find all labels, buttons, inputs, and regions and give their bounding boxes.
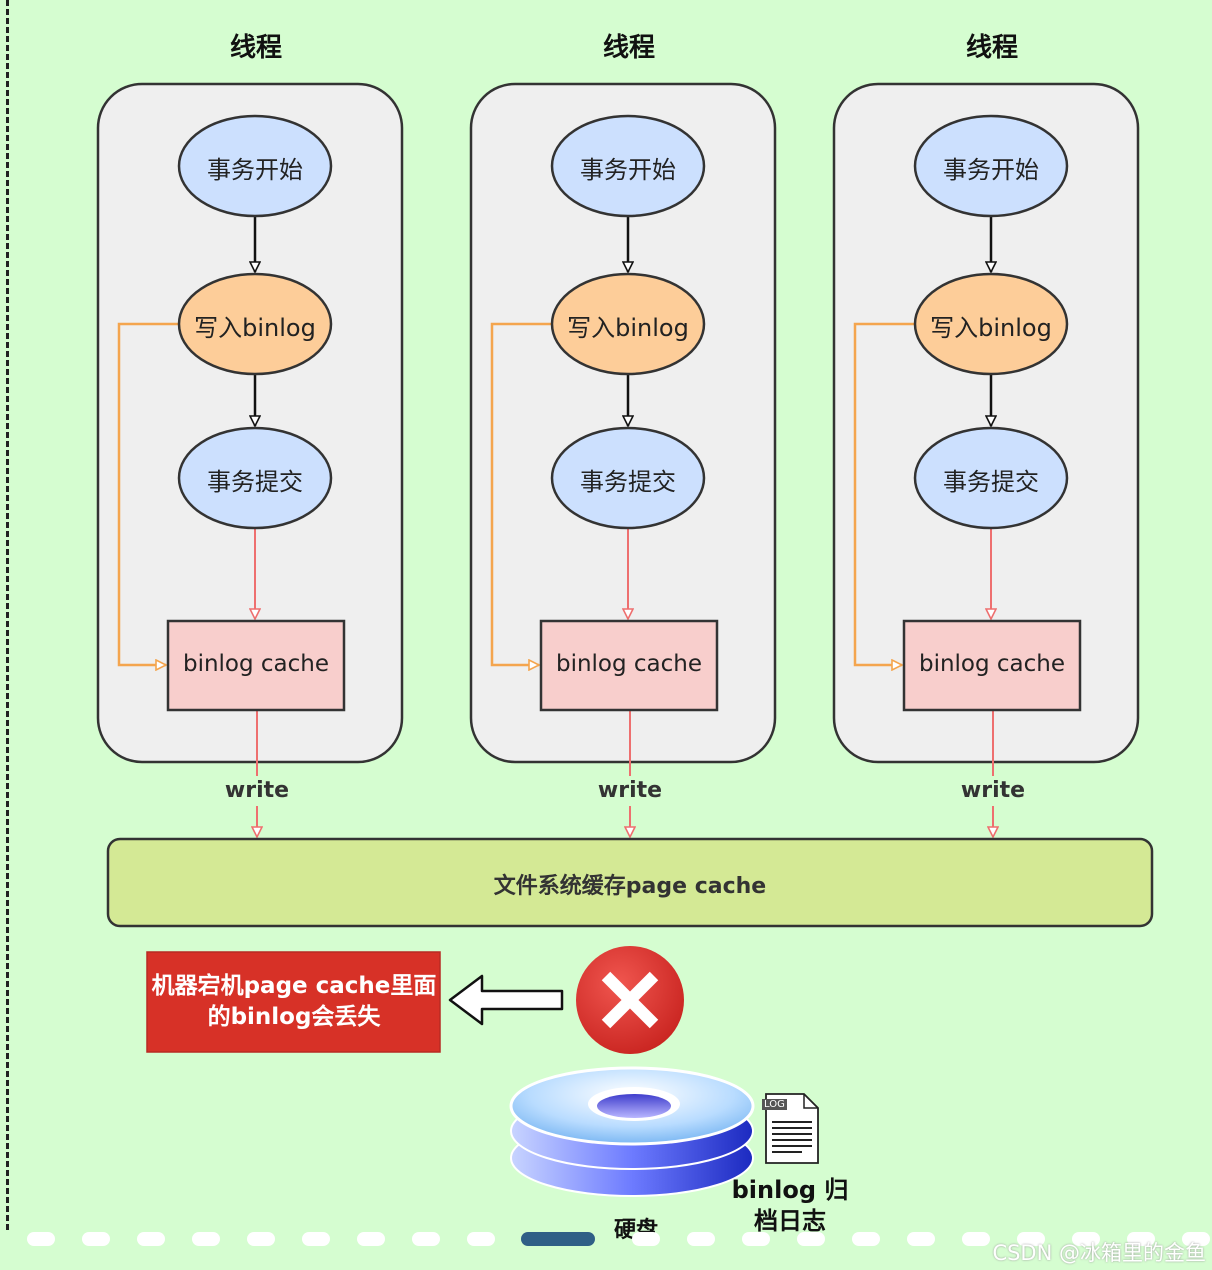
write-label-1: write bbox=[224, 778, 290, 803]
binlog-cache-box-2 bbox=[539, 619, 719, 712]
log-file-icon bbox=[765, 1093, 819, 1164]
tx-start-label-1: 事务开始 bbox=[207, 156, 303, 184]
bottom-dash-segment bbox=[907, 1232, 935, 1246]
bottom-dash-segment bbox=[852, 1232, 880, 1246]
binlog-cache-box-1 bbox=[166, 619, 346, 712]
thread-group-3 bbox=[832, 82, 1140, 837]
tx-start-node-2 bbox=[550, 114, 706, 218]
bottom-dash-segment bbox=[742, 1232, 770, 1246]
log-badge: LOG bbox=[762, 1099, 787, 1110]
bottom-dash-segment bbox=[1072, 1232, 1100, 1246]
page-cache-box bbox=[106, 837, 1154, 928]
thread-title-1: 线程 bbox=[229, 33, 282, 63]
bottom-dash-segment bbox=[1127, 1232, 1155, 1246]
write-binlog-label-1: 写入binlog bbox=[194, 314, 316, 342]
write-binlog-label-2: 写入binlog bbox=[567, 314, 689, 342]
scrollbar-thumb[interactable] bbox=[521, 1232, 595, 1246]
tx-commit-node-1 bbox=[177, 426, 333, 530]
thread-group-1 bbox=[96, 82, 404, 837]
arrow-write-to-cache-2 bbox=[490, 322, 551, 665]
page-cache-label: 文件系统缓存page cache bbox=[493, 874, 767, 899]
disk-stack-icon bbox=[509, 1066, 755, 1197]
bottom-dash-segment bbox=[247, 1232, 275, 1246]
tx-commit-node-2 bbox=[550, 426, 706, 530]
tx-commit-node-3 bbox=[913, 426, 1069, 530]
tx-start-node-3 bbox=[913, 114, 1069, 218]
bottom-dash-segment bbox=[27, 1232, 55, 1246]
write-binlog-node-2 bbox=[550, 272, 706, 376]
bottom-dash-segment bbox=[962, 1232, 990, 1246]
left-dashed-border bbox=[6, 0, 9, 1230]
binlog-archive-label: binlog 归档日志 bbox=[731, 1176, 849, 1235]
bottom-dashed-bar bbox=[0, 1230, 1212, 1248]
bottom-dash-segment bbox=[467, 1232, 495, 1246]
bottom-dash-segment bbox=[137, 1232, 165, 1246]
bottom-dash-segment bbox=[632, 1232, 660, 1246]
bottom-dash-segment bbox=[687, 1232, 715, 1246]
binlog-cache-label-1: binlog cache bbox=[182, 651, 330, 677]
arrow-write-to-cache-3 bbox=[853, 322, 914, 665]
bottom-dash-segment bbox=[797, 1232, 825, 1246]
thread-group-2 bbox=[469, 82, 777, 837]
tx-start-label-2: 事务开始 bbox=[580, 156, 676, 184]
write-label-3: write bbox=[960, 778, 1026, 803]
bottom-dash-segment bbox=[302, 1232, 330, 1246]
bottom-dash-segment bbox=[1017, 1232, 1045, 1246]
thread-title-2: 线程 bbox=[602, 33, 655, 63]
tx-start-node-1 bbox=[177, 114, 333, 218]
write-label-2: write bbox=[597, 778, 663, 803]
binlog-cache-label-2: binlog cache bbox=[555, 651, 703, 677]
crash-warning-box bbox=[146, 951, 441, 1053]
write-binlog-node-3 bbox=[913, 272, 1069, 376]
left-arrow-icon bbox=[448, 974, 564, 1026]
binlog-cache-label-3: binlog cache bbox=[918, 651, 1066, 677]
arrow-write-to-cache-1 bbox=[117, 322, 178, 665]
crash-warning-text: 机器宕机page cache里面的binlog会丢失 bbox=[151, 973, 437, 1030]
bottom-dash-segment bbox=[357, 1232, 385, 1246]
tx-commit-label-1: 事务提交 bbox=[207, 468, 303, 496]
tx-start-label-3: 事务开始 bbox=[943, 156, 1039, 184]
bottom-dash-segment bbox=[1182, 1232, 1210, 1246]
error-x-icon bbox=[576, 946, 684, 1054]
write-binlog-node-1 bbox=[177, 272, 333, 376]
bottom-dash-segment bbox=[412, 1232, 440, 1246]
csdn-watermark: CSDN @冰箱里的金鱼 bbox=[992, 1241, 1206, 1265]
tx-commit-label-2: 事务提交 bbox=[580, 468, 676, 496]
binlog-cache-box-3 bbox=[902, 619, 1082, 712]
thread-title-3: 线程 bbox=[965, 33, 1018, 63]
bottom-dash-segment bbox=[192, 1232, 220, 1246]
write-binlog-label-3: 写入binlog bbox=[930, 314, 1052, 342]
bottom-dash-segment bbox=[82, 1232, 110, 1246]
tx-commit-label-3: 事务提交 bbox=[943, 468, 1039, 496]
